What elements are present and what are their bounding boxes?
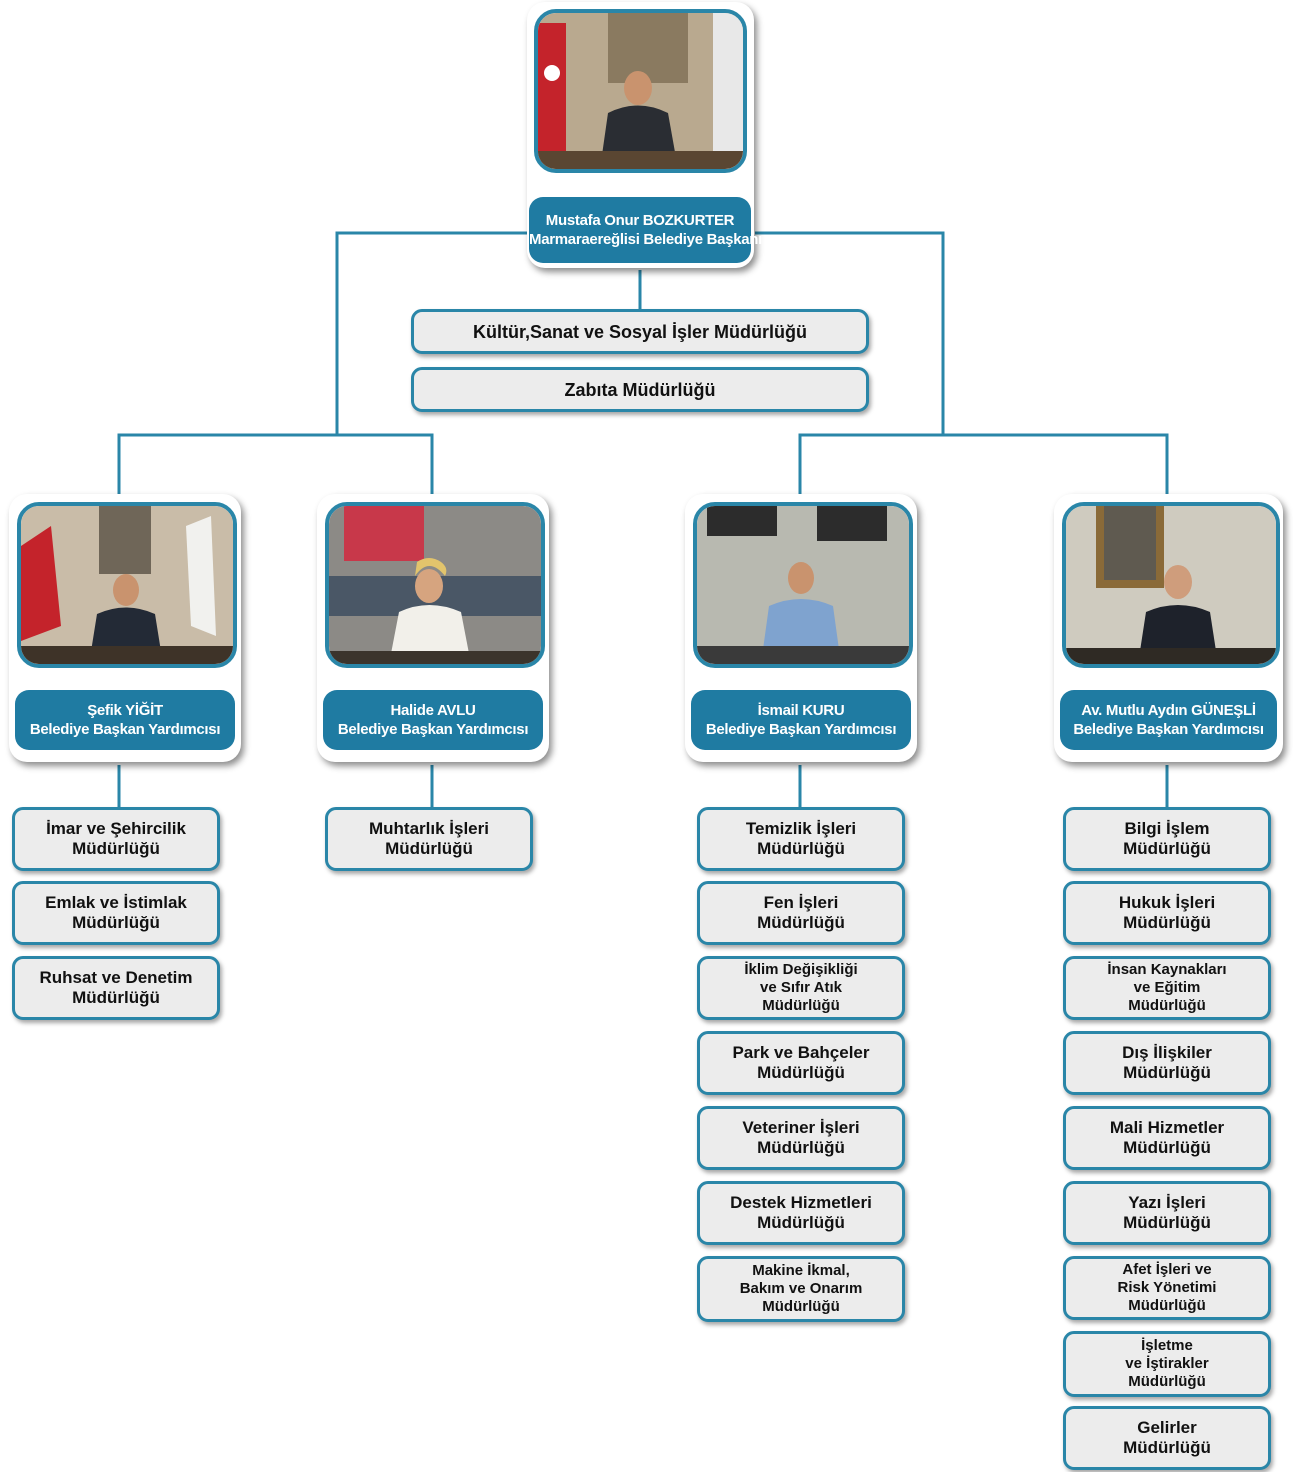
- deputy-4-title: Belediye Başkan Yardımcısı: [1073, 721, 1264, 738]
- connector-right-branch: [798, 433, 1169, 500]
- deputy-card-2: Halide AVLU Belediye Başkan Yardımcısı: [317, 494, 549, 762]
- deputy-3-title: Belediye Başkan Yardımcısı: [705, 721, 897, 738]
- unit-park: Park ve Bahçeler Müdürlüğü: [697, 1031, 905, 1095]
- unit-yazi-isleri: Yazı İşleri Müdürlüğü: [1063, 1181, 1271, 1245]
- unit-gelirler: Gelirler Müdürlüğü: [1063, 1406, 1271, 1470]
- deputy-card-1: Şefik YİĞİT Belediye Başkan Yardımcısı: [9, 494, 241, 762]
- deputy-1-photo: [17, 502, 237, 668]
- unit-hukuk: Hukuk İşleri Müdürlüğü: [1063, 881, 1271, 945]
- unit-kultur-sanat: Kültür,Sanat ve Sosyal İşler Müdürlüğü: [411, 309, 869, 354]
- unit-destek: Destek Hizmetleri Müdürlüğü: [697, 1181, 905, 1245]
- unit-isletme: İşletme ve İştirakler Müdürlüğü: [1063, 1331, 1271, 1397]
- unit-mali-hizmetler: Mali Hizmetler Müdürlüğü: [1063, 1106, 1271, 1170]
- deputy-card-3: İsmail KURU Belediye Başkan Yardımcısı: [685, 494, 917, 762]
- deputy-3-photo: [693, 502, 913, 668]
- deputy-2-name-box: Halide AVLU Belediye Başkan Yardımcısı: [323, 690, 543, 750]
- unit-iklim: İklim Değişikliği ve Sıfır Atık Müdürlüğ…: [697, 956, 905, 1020]
- mayor-name-box: Mustafa Onur BOZKURTER Marmaraereğlisi B…: [529, 197, 763, 263]
- unit-ruhsat: Ruhsat ve Denetim Müdürlüğü: [12, 956, 220, 1020]
- deputy-1-title: Belediye Başkan Yardımcısı: [29, 721, 221, 738]
- unit-veteriner: Veteriner İşleri Müdürlüğü: [697, 1106, 905, 1170]
- unit-bilgi-islem: Bilgi İşlem Müdürlüğü: [1063, 807, 1271, 871]
- deputy-1-name-box: Şefik YİĞİT Belediye Başkan Yardımcısı: [15, 690, 235, 750]
- deputy-2-title: Belediye Başkan Yardımcısı: [337, 721, 529, 738]
- deputy-3-name: İsmail KURU: [757, 702, 845, 719]
- deputy-2-photo: [325, 502, 545, 668]
- mayor-title: Marmaraereğlisi Belediye Başkanı: [529, 231, 763, 248]
- deputy-3-name-box: İsmail KURU Belediye Başkan Yardımcısı: [691, 690, 911, 750]
- unit-dis-iliskiler: Dış İlişkiler Müdürlüğü: [1063, 1031, 1271, 1095]
- deputy-card-4: Av. Mutlu Aydın GÜNEŞLİ Belediye Başkan …: [1054, 494, 1283, 762]
- unit-imar: İmar ve Şehircilik Müdürlüğü: [12, 807, 220, 871]
- unit-fen: Fen İşleri Müdürlüğü: [697, 881, 905, 945]
- mayor-name: Mustafa Onur BOZKURTER: [545, 212, 735, 229]
- mayor-card: Mustafa Onur BOZKURTER Marmaraereğlisi B…: [527, 2, 763, 268]
- mayor-photo: [534, 9, 747, 173]
- unit-temizlik: Temizlik İşleri Müdürlüğü: [697, 807, 905, 871]
- unit-emlak: Emlak ve İstimlak Müdürlüğü: [12, 881, 220, 945]
- connector-mayor-left: [335, 231, 528, 435]
- deputy-4-name-box: Av. Mutlu Aydın GÜNEŞLİ Belediye Başkan …: [1060, 690, 1277, 750]
- unit-makine: Makine İkmal, Bakım ve Onarım Müdürlüğü: [697, 1256, 905, 1322]
- deputy-4-name: Av. Mutlu Aydın GÜNEŞLİ: [1081, 702, 1256, 719]
- deputy-1-name: Şefik YİĞİT: [87, 702, 163, 719]
- connector-mayor-right: [755, 231, 945, 435]
- deputy-2-name: Halide AVLU: [390, 702, 476, 719]
- deputy-4-photo: [1062, 502, 1280, 668]
- unit-afet: Afet İşleri ve Risk Yönetimi Müdürlüğü: [1063, 1256, 1271, 1320]
- unit-muhtarlik: Muhtarlık İşleri Müdürlüğü: [325, 807, 533, 871]
- unit-insan-kaynaklari: İnsan Kaynakları ve Eğitim Müdürlüğü: [1063, 956, 1271, 1020]
- unit-zabita: Zabıta Müdürlüğü: [411, 367, 869, 412]
- connector-left-branch: [117, 433, 434, 500]
